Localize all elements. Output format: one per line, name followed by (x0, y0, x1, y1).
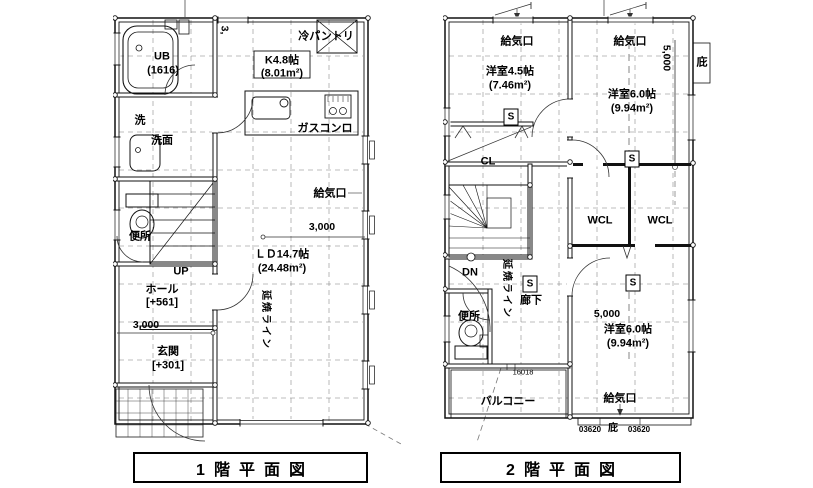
room-label-60-top: 洋室6.0帖 (607, 88, 657, 101)
closet-door-gap (583, 162, 603, 167)
room-label-kitchen: K4.8帖 (264, 54, 300, 67)
balcony-label: バルコニー (480, 395, 536, 408)
entrance-porch (115, 388, 204, 438)
floor-plan-2: 給気口 給気口 給気口 洋室4.5帖 (7.46m²) 洋室6.0帖 (9.94… (443, 0, 715, 445)
air-inlet-label: 給気口 (313, 187, 347, 200)
gas-stove-label: ガスコンロ (297, 122, 353, 135)
eaves (577, 42, 711, 426)
kitchen-counter (244, 90, 359, 136)
room-area-60-bottom: (9.94m²) (606, 337, 650, 350)
fire-spread-line-label: 延焼ライン (501, 259, 512, 319)
caption-floor-1-text: 1階平面図 (196, 461, 314, 479)
windows (113, 16, 375, 427)
room-label-hall: ホール (145, 283, 179, 296)
caption-floor-1: 1階平面図 (133, 452, 368, 483)
ld-area: (24.48m²) (257, 262, 307, 275)
closet-label-wcl-right: WCL (647, 214, 673, 227)
air-inlet-label-nw: 給気口 (500, 35, 534, 48)
door-arcs (448, 98, 611, 333)
fire-spread-line-label: 延焼ライン (260, 290, 271, 350)
room-label-washstand: 洗面 (151, 134, 173, 147)
toilet-icon (125, 193, 159, 239)
entrance-level: [+301] (151, 359, 185, 372)
pantry-closet (316, 19, 358, 54)
door-arcs (116, 64, 254, 442)
room-area-45: (7.46m²) (488, 79, 532, 92)
room-label-wash: 洗 (134, 114, 146, 127)
room-label-45: 洋室4.5帖 (485, 65, 535, 78)
balcony-dimension: 16018 (512, 367, 534, 377)
dimension-lines (117, 192, 365, 336)
stairs-up (149, 180, 216, 265)
column-markers (113, 15, 371, 426)
gas-stove-icon (324, 94, 352, 119)
s-marker: S (503, 108, 519, 126)
closet-door-mark (622, 245, 632, 260)
closet-diagonal (447, 126, 532, 162)
toilet-label: 便所 (458, 310, 480, 323)
stairs-up-label: UP (173, 265, 189, 278)
stairs-down-label: DN (462, 266, 478, 279)
reference-lines (476, 40, 678, 443)
pantry-label: 冷パントリ (298, 30, 354, 43)
closet-label-wcl-left: WCL (587, 214, 613, 227)
stairs-down (448, 184, 531, 262)
room-label-ld: ＬＤ14.7帖 (254, 248, 310, 261)
hall-level: [+561] (145, 296, 179, 309)
caption-floor-2-text: 2階平面図 (506, 461, 624, 479)
room-label-entrance: 玄関 (157, 345, 179, 358)
s-marker: S (624, 150, 640, 168)
room-area-60-top: (9.94m²) (610, 102, 654, 115)
dimension-hall: 3,000 (132, 318, 160, 331)
s-marker: S (625, 274, 641, 292)
window-marks (454, 125, 529, 139)
toilet-icon (454, 319, 489, 360)
fire-line-diagonal (364, 423, 402, 445)
bathtub-icon (122, 19, 190, 95)
eaves-dimension-right: 03620 (627, 425, 651, 434)
air-inlet-label-se: 給気口 (603, 392, 637, 405)
vent-leaders (494, 2, 647, 416)
kitchen-area: (8.01m²) (260, 67, 304, 80)
eaves-label-right: 庇 (696, 56, 708, 69)
room-label-60-bottom: 洋室6.0帖 (603, 323, 653, 336)
balcony-outline (450, 364, 567, 419)
dimension-room: 5,000 (593, 307, 621, 320)
floor-plan-1-drawing (113, 0, 402, 445)
air-inlet-label-ne: 給気口 (613, 35, 647, 48)
floor-plan-2-drawing (443, 0, 711, 443)
corridor-label: 廊下 (520, 294, 542, 307)
room-label-toilet: 便所 (129, 230, 151, 243)
kitchen-label-box (253, 50, 311, 79)
closet-label-cl: CL (480, 155, 496, 168)
closet-door-gap (635, 243, 655, 248)
floor-plan-1: UB (1616) 洗 洗面 便所 UP ホール [+561] 3,000 玄関… (113, 0, 433, 445)
eaves-label-bottom: 庇 (608, 423, 618, 434)
eaves-dimension-left: 03620 (578, 425, 602, 434)
dimension-ld: 3,000 (308, 220, 336, 233)
room-label-ub: UB (154, 50, 170, 63)
room-size-ub: (1616) (147, 64, 179, 77)
dimension-vertical: 5,000 (660, 44, 673, 72)
dimension-top-vertical: 3, (218, 25, 231, 35)
column-markers (443, 15, 696, 420)
s-marker: S (522, 275, 538, 293)
washbasin-icon (129, 134, 161, 172)
caption-floor-2: 2階平面図 (440, 452, 681, 483)
